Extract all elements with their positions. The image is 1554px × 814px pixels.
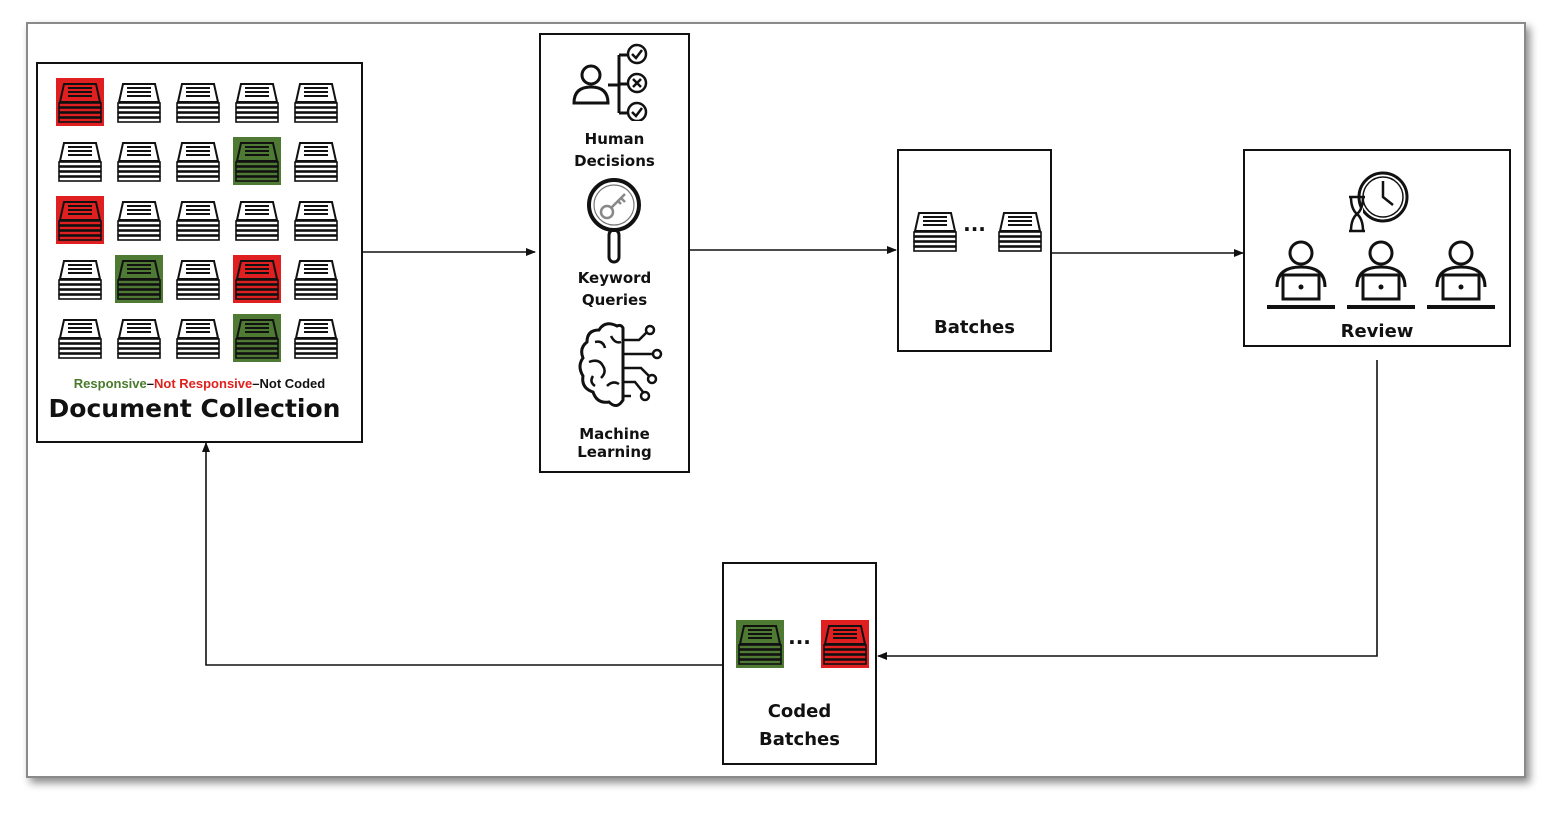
document-stack-not-coded (174, 196, 222, 244)
human-decisions-label: Human Decisions (541, 128, 688, 172)
brain-circuit-icon (578, 322, 663, 407)
batch-stack (911, 207, 959, 255)
coded-stack-responsive (736, 620, 784, 668)
coded-stack-not-responsive (821, 620, 869, 668)
reviewer-at-laptop (1347, 240, 1415, 309)
document-stack-not-responsive (233, 255, 281, 303)
batches-label: Batches (934, 317, 1015, 338)
legend-not-responsive: Not Responsive (154, 376, 253, 391)
document-stack-not-coded (292, 196, 340, 244)
document-stack-not-coded (56, 255, 104, 303)
arrow-coded-to-collection (202, 442, 722, 666)
document-stack-not-coded (115, 314, 163, 362)
coded-batches-ellipsis: ··· (788, 630, 811, 654)
arrow-review-to-coded (877, 360, 1378, 660)
reviewers-icon (1267, 240, 1495, 309)
batches-ellipsis: ··· (963, 217, 986, 241)
document-stack-not-coded (56, 137, 104, 185)
human-decisions-icon (572, 43, 648, 121)
methods-box: Human Decisions Keyword Queries Machine … (539, 33, 690, 473)
legend-responsive: Responsive (73, 376, 147, 391)
review-box: Review (1243, 149, 1511, 347)
coded-batches-line2: Batches (759, 729, 840, 750)
legend-separator: – (252, 376, 260, 391)
document-stack-not-coded (292, 137, 340, 185)
coded-batches-line1: Coded (767, 701, 832, 722)
magnifier-key-icon (587, 178, 641, 264)
document-stack-not-coded (174, 255, 222, 303)
document-stack-not-coded (233, 78, 281, 126)
document-stack-not-coded (292, 78, 340, 126)
human-decisions-line1: Human (584, 130, 645, 148)
document-stack-not-responsive (56, 196, 104, 244)
batch-stack (996, 207, 1044, 255)
document-stack-not-coded (292, 255, 340, 303)
document-stack-not-responsive (56, 78, 104, 126)
document-stack-not-coded (56, 314, 104, 362)
document-stack-not-coded (115, 78, 163, 126)
document-stack-not-coded (174, 314, 222, 362)
document-stack-responsive (233, 137, 281, 185)
document-collection-title: Document Collection (48, 394, 341, 423)
legend-separator: – (146, 376, 154, 391)
legend: Responsive–Not Responsive–Not Coded (38, 376, 361, 391)
reviewer-at-laptop (1267, 240, 1335, 309)
clock-hourglass-icon (1349, 171, 1409, 233)
keyword-queries-label: Keyword Queries (541, 267, 688, 311)
document-stack-not-coded (174, 137, 222, 185)
keyword-queries-line2: Queries (581, 291, 648, 309)
human-decisions-line2: Decisions (574, 152, 655, 170)
document-stack-not-coded (115, 196, 163, 244)
document-stack-responsive (233, 314, 281, 362)
document-collection-box: Responsive–Not Responsive–Not Coded Docu… (36, 62, 363, 443)
document-stack-responsive (115, 255, 163, 303)
legend-not-coded: Not Coded (259, 376, 326, 391)
document-stack-not-coded (233, 196, 281, 244)
document-stack-not-coded (115, 137, 163, 185)
keyword-queries-line1: Keyword (577, 269, 652, 287)
review-label: Review (1340, 321, 1414, 342)
batches-box: ··· Batches (897, 149, 1052, 352)
document-stack-not-coded (292, 314, 340, 362)
document-stack-not-coded (174, 78, 222, 126)
machine-learning-label: Machine Learning (577, 425, 652, 461)
coded-batches-label: Coded Batches (724, 698, 875, 754)
coded-batches-box: ··· Coded Batches (722, 562, 877, 765)
reviewer-at-laptop (1427, 240, 1495, 309)
